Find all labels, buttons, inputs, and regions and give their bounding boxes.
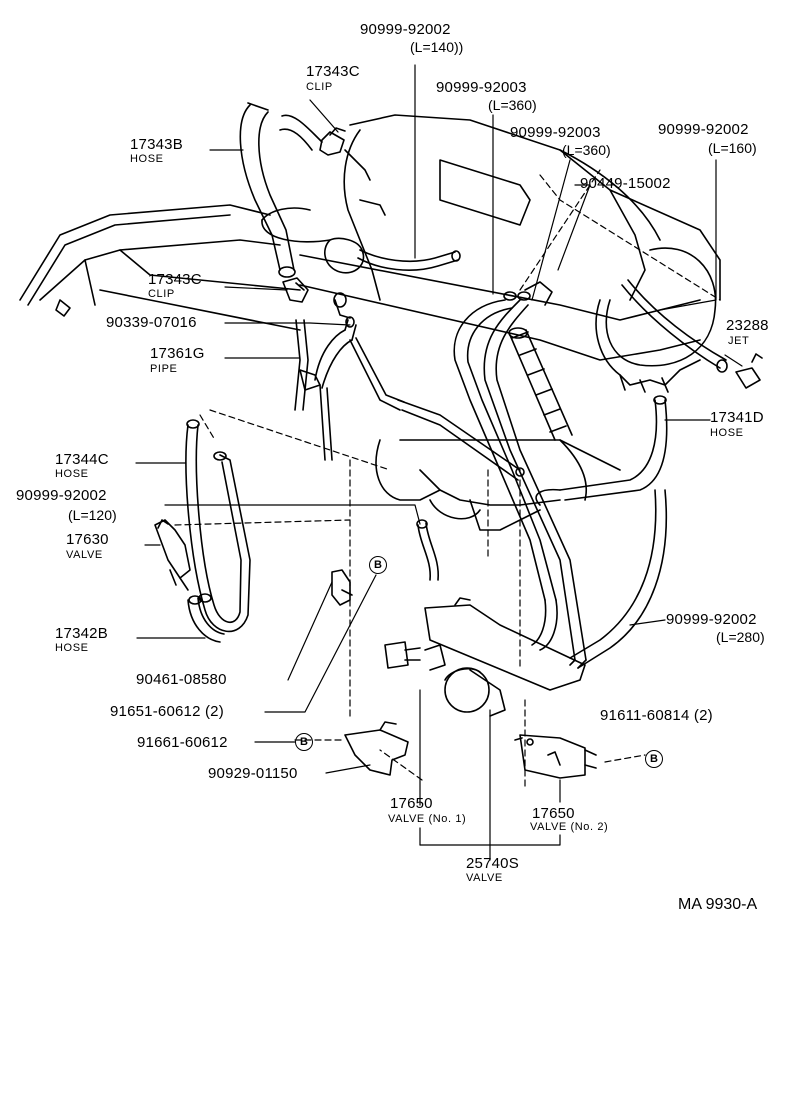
jet-23288 — [735, 353, 763, 389]
callout-b-marker: B — [295, 733, 313, 751]
part-length: (L=120) — [68, 507, 117, 523]
part-length: (L=140)) — [410, 39, 464, 55]
part-number: 91661-60612 — [137, 734, 228, 751]
part-name: PIPE — [150, 363, 178, 375]
part-number: 91611-60814 (2) — [600, 707, 713, 724]
part-number: 90999-92002 — [360, 21, 451, 38]
part-name: CLIP — [148, 288, 175, 300]
part-name: HOSE — [710, 427, 744, 439]
part-name: HOSE — [130, 153, 164, 165]
part-name: VALVE — [466, 872, 503, 884]
part-name: JET — [728, 335, 750, 347]
callout-b-marker: B — [369, 556, 387, 574]
engine-block — [261, 114, 721, 531]
part-number: 17650 — [532, 805, 575, 822]
part-length: (L=360) — [562, 142, 611, 158]
hose-90449-15002 — [508, 327, 573, 441]
part-number: 17343C — [306, 63, 360, 80]
part-name: HOSE — [55, 642, 89, 654]
part-number: 17361G — [150, 345, 205, 362]
part-length: (L=160) — [708, 140, 757, 156]
part-number: 90999-92002 — [658, 121, 749, 138]
part-number: 90929-01150 — [208, 765, 298, 782]
valve-17630 — [154, 519, 191, 591]
clamp-90461-08580 — [331, 569, 353, 606]
part-name: CLIP — [306, 81, 333, 93]
clip-17343c-top — [319, 127, 371, 181]
part-number: 90999-92002 — [16, 487, 107, 504]
part-number: 90999-92003 — [510, 124, 601, 141]
part-number: 90999-92002 — [666, 611, 757, 628]
bracket-90929-01150 — [344, 721, 409, 776]
part-number: 91651-60612 (2) — [110, 703, 224, 720]
part-number: 17650 — [390, 795, 433, 812]
part-length: (L=280) — [716, 629, 765, 645]
body-panel — [19, 204, 301, 331]
part-name: VALVE (No. 2) — [530, 821, 609, 833]
part-number: 90339-07016 — [106, 314, 197, 331]
leader-lines — [135, 64, 743, 861]
hose-17343b — [239, 102, 323, 278]
hose-90999-92002-l120 — [416, 519, 439, 581]
hoses-90999-92003 — [453, 281, 587, 669]
hose-90999-92002-l140 — [357, 249, 461, 271]
part-number: 23288 — [726, 317, 769, 334]
part-name: HOSE — [55, 468, 89, 480]
part-number: 17342B — [55, 625, 108, 642]
part-name: VALVE — [66, 549, 103, 561]
part-number: 90449-15002 — [580, 175, 671, 192]
part-number: 17344C — [55, 451, 109, 468]
clip-17343c-mid — [282, 277, 309, 303]
part-number: 17343C — [148, 271, 202, 288]
part-name: VALVE (No. 1) — [388, 813, 467, 825]
vsv-bracket — [384, 597, 586, 717]
pipe-17361g — [294, 292, 525, 481]
hose-90999-92002-l160 — [621, 279, 728, 373]
valve-no2 — [514, 734, 597, 779]
part-number: 17630 — [66, 531, 109, 548]
part-length: (L=360) — [488, 97, 537, 113]
part-number: 17341D — [710, 409, 764, 426]
phantom-lines — [174, 169, 721, 791]
callout-b-marker: B — [645, 750, 663, 768]
hose-17341d — [535, 395, 668, 506]
hoses-17344c-17342b — [185, 419, 251, 643]
part-number: 90999-92003 — [436, 79, 527, 96]
part-number: 17343B — [130, 136, 183, 153]
hose-90999-92002-l280 — [569, 489, 668, 669]
part-number: 90461-08580 — [136, 671, 227, 688]
diagram-reference: MA 9930-A — [678, 896, 758, 913]
part-number: 25740S — [466, 855, 519, 872]
